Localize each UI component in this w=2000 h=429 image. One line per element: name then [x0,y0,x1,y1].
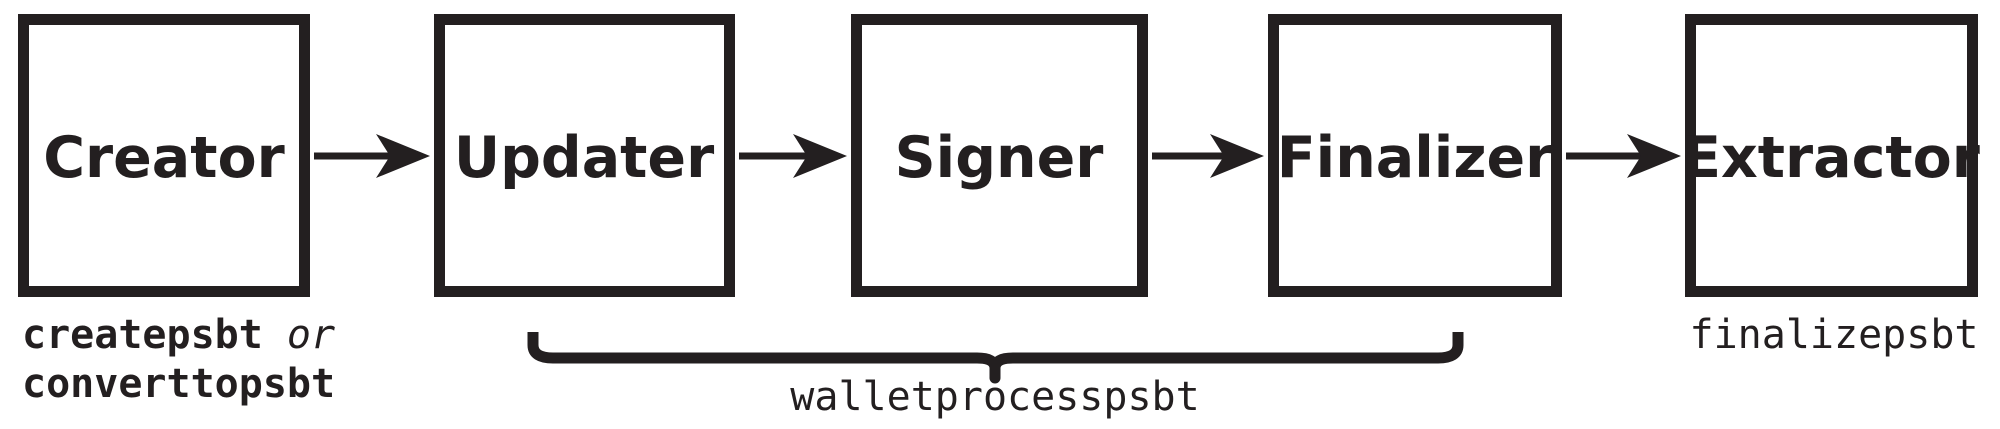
stage-box-creator-label: Creator [43,125,285,191]
stage-box-updater-rect [434,14,735,297]
creator-command-label: createpsbt or converttopsbt [22,312,335,407]
arrow-creator-to-updater [314,134,430,178]
creator-command-createpsbt: createpsbt [22,312,263,358]
creator-command-line-1: createpsbt or [22,312,335,358]
creator-command-or: or [263,312,335,358]
extractor-command-finalizepsbt: finalizepsbt [1690,312,1979,358]
brace-command-walletprocesspsbt: walletprocesspsbt [790,374,1199,420]
stage-box-creator[interactable]: Creator [18,14,310,297]
stage-box-extractor[interactable]: Extractor [1682,14,1980,297]
walletprocesspsbt-brace [527,332,1464,384]
stage-box-finalizer-label: Finalizer [1277,125,1554,191]
stage-box-updater[interactable]: Updater [434,14,735,297]
arrow-updater-to-signer [739,134,847,178]
creator-command-converttopsbt: converttopsbt [22,361,335,407]
arrow-updater-to-signer-head [793,134,847,178]
stage-box-finalizer-rect [1268,14,1562,297]
arrow-creator-to-updater-head [376,134,430,178]
arrow-signer-to-finalizer-head [1210,134,1264,178]
stage-box-signer-label: Signer [895,125,1104,191]
stage-box-finalizer[interactable]: Finalizer [1268,14,1562,297]
stage-box-extractor-label: Extractor [1682,125,1980,191]
stage-box-extractor-rect [1685,14,1978,297]
arrow-signer-to-finalizer [1152,134,1264,178]
stage-box-signer-rect [851,14,1148,297]
stage-box-creator-rect [18,14,310,297]
arrow-finalizer-to-extractor-head [1627,134,1681,178]
arrow-finalizer-to-extractor [1566,134,1681,178]
stage-box-updater-label: Updater [454,125,714,191]
stage-box-signer[interactable]: Signer [851,14,1148,297]
